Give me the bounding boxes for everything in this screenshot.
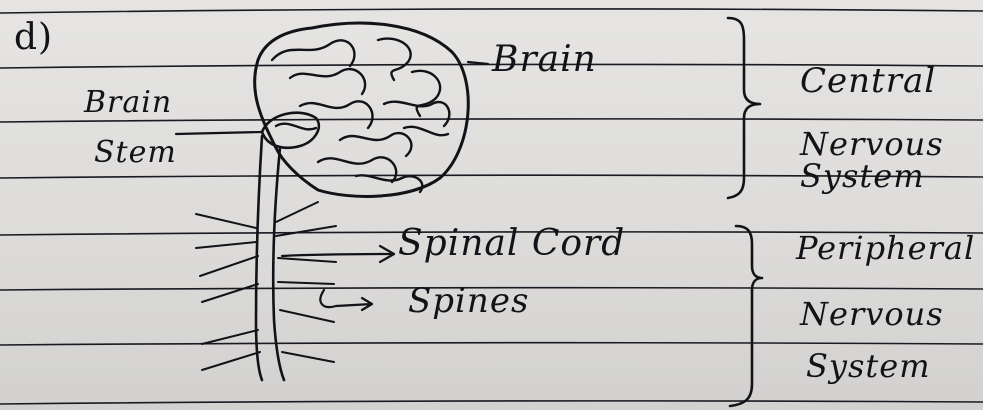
spines-label: Spines (408, 284, 529, 318)
brain-folds (272, 39, 449, 192)
brain-label: Brain (492, 42, 597, 78)
peripheral-group-line2: Nervous (800, 298, 944, 330)
peripheral-group-line1: Peripheral (796, 232, 975, 264)
spinal-nerves (196, 202, 336, 370)
spinal-cord-label: Spinal Cord (398, 226, 625, 262)
leader-lines (176, 62, 488, 310)
central-group-line1: Central (800, 64, 936, 98)
brain-outline (255, 23, 469, 196)
central-group-line3: System (800, 160, 925, 192)
central-group-line2: Nervous (800, 128, 944, 160)
central-brace (728, 18, 760, 198)
brain-stem-label-line1: Brain (84, 88, 172, 118)
part-label: d) (14, 20, 53, 56)
brain-stem-label-line2: Stem (94, 138, 177, 168)
peripheral-brace (730, 226, 762, 406)
peripheral-group-line3: System (806, 350, 931, 382)
